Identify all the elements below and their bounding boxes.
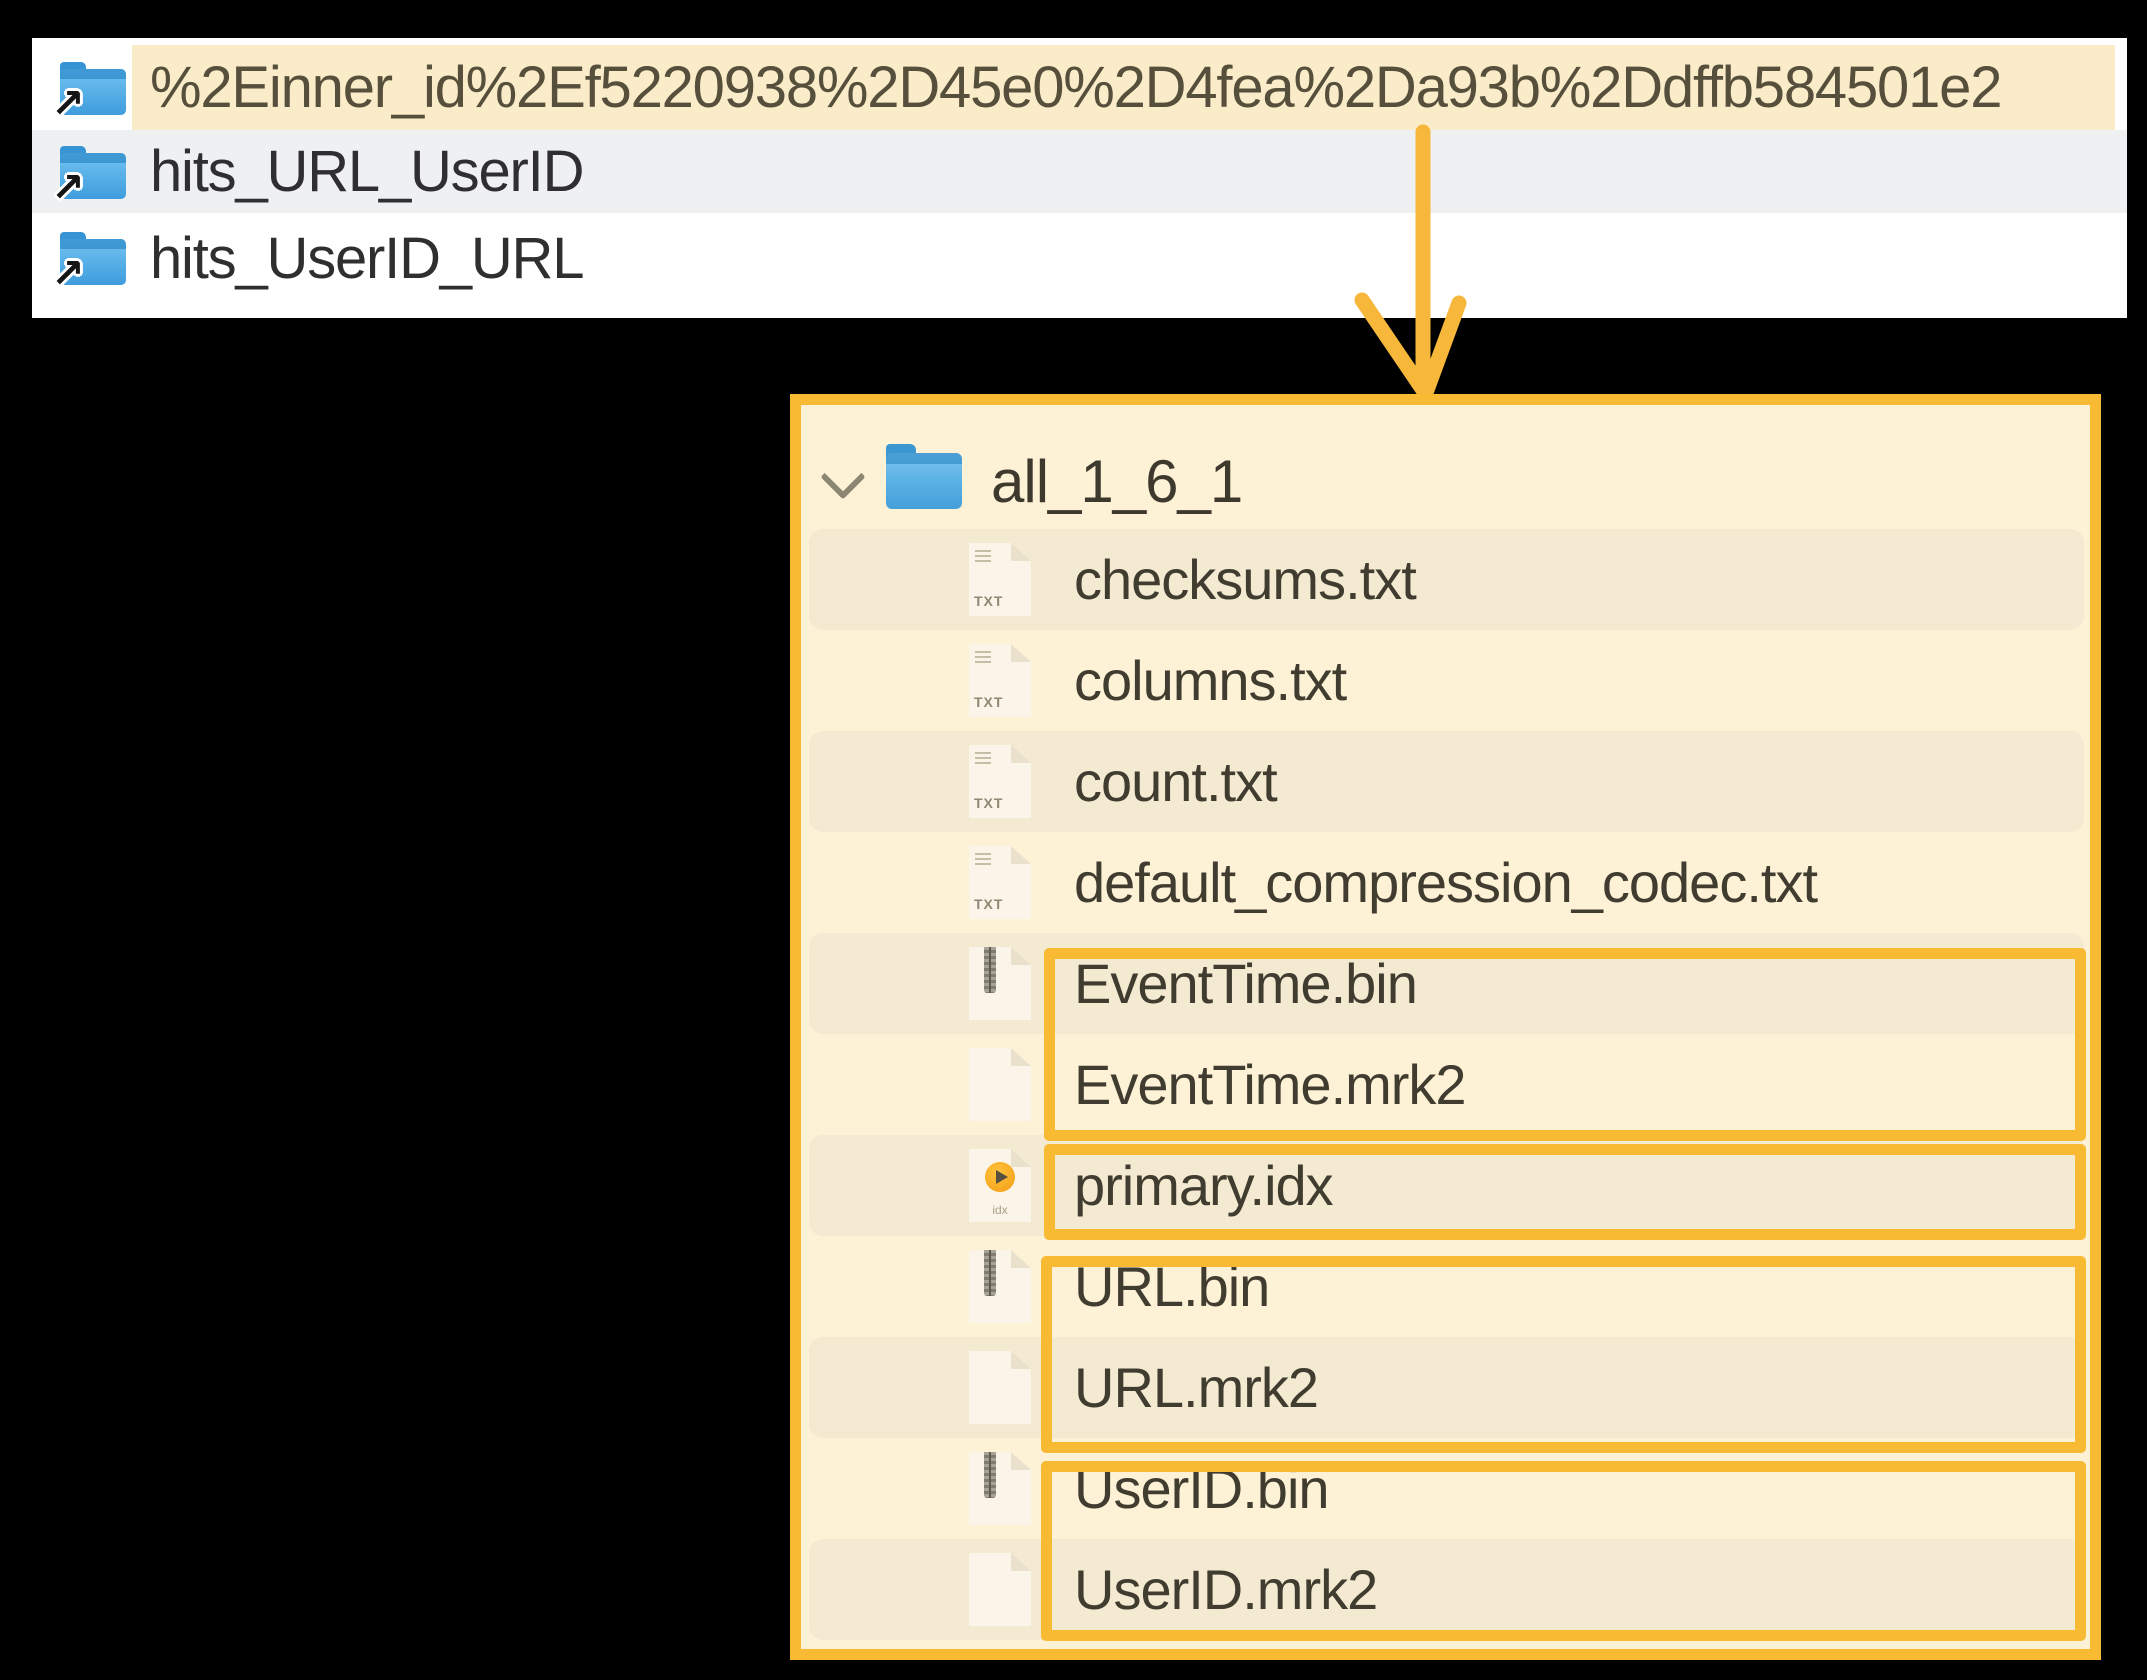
file-row-count[interactable]: TXT count.txt — [809, 731, 2084, 832]
txt-badge: TXT — [974, 694, 1004, 710]
file-name: EventTime.mrk2 — [1074, 1053, 1467, 1116]
bin-file-icon — [969, 1250, 1031, 1323]
txt-badge: TXT — [974, 896, 1004, 912]
txt-badge: TXT — [974, 593, 1004, 609]
idx-file-icon: idx — [969, 1149, 1031, 1222]
highlight-box-eventtime-files — [1044, 948, 2086, 1141]
alias-arrow-icon: ↗ — [51, 252, 85, 296]
file-name: EventTime.bin — [1074, 952, 1418, 1015]
highlight-box-userid-files — [1041, 1461, 2086, 1641]
txt-file-icon: TXT — [969, 846, 1031, 919]
root-folder-row[interactable]: all_1_6_1 — [801, 433, 2090, 529]
file-row-eventtime-mrk2[interactable]: EventTime.mrk2 — [809, 1034, 2084, 1135]
root-folder-label: all_1_6_1 — [991, 447, 1243, 515]
file-name: primary.idx — [1074, 1154, 1334, 1217]
highlight-box-url-files — [1041, 1256, 2086, 1453]
alias-folder-icon: ↗ — [51, 61, 126, 126]
file-name: URL.mrk2 — [1074, 1356, 1319, 1419]
folder-row-label: hits_UserID_URL — [150, 225, 584, 291]
bin-file-icon — [969, 947, 1031, 1020]
file-row-columns[interactable]: TXT columns.txt — [809, 630, 2084, 731]
folder-row-label: %2Einner_id%2Ef5220938%2D45e0%2D4fea%2Da… — [150, 55, 2002, 120]
txt-badge: TXT — [974, 795, 1004, 811]
file-row-userid-mrk2[interactable]: UserID.mrk2 — [809, 1539, 2084, 1640]
alias-folder-icon: ↗ — [51, 145, 126, 210]
disclosure-chevron-icon[interactable] — [820, 454, 866, 500]
mrk2-file-icon — [969, 1048, 1031, 1121]
flow-arrow-down-icon — [1354, 124, 1467, 398]
file-name: count.txt — [1074, 750, 1278, 813]
mrk2-file-icon — [969, 1553, 1031, 1626]
alias-arrow-icon: ↗ — [51, 81, 85, 126]
alias-arrow-icon: ↗ — [51, 165, 85, 210]
idx-badge: idx — [992, 1203, 1008, 1217]
folder-row-inner-id[interactable]: ↗ %2Einner_id%2Ef5220938%2D45e0%2D4fea%2… — [32, 45, 2127, 130]
folder-row-hits-userid-url[interactable]: ↗ hits_UserID_URL — [32, 215, 2127, 301]
txt-file-icon: TXT — [969, 644, 1031, 717]
file-name: checksums.txt — [1074, 548, 1417, 611]
file-row-default-compression-codec[interactable]: TXT default_compression_codec.txt — [809, 832, 2084, 933]
file-name: UserID.mrk2 — [1074, 1558, 1378, 1621]
alias-folder-icon: ↗ — [51, 231, 126, 296]
part-folder-panel: all_1_6_1 TXT checksums.txt TXT columns.… — [790, 394, 2101, 1660]
file-row-checksums[interactable]: TXT checksums.txt — [809, 529, 2084, 630]
finder-list-panel: ↗ %2Einner_id%2Ef5220938%2D45e0%2D4fea%2… — [32, 38, 2127, 318]
file-row-url-mrk2[interactable]: URL.mrk2 — [809, 1337, 2084, 1438]
txt-file-icon: TXT — [969, 745, 1031, 818]
bin-file-icon — [969, 1452, 1031, 1525]
folder-icon — [886, 441, 962, 511]
file-name: default_compression_codec.txt — [1074, 851, 1818, 914]
txt-file-icon: TXT — [969, 543, 1031, 616]
highlight-box-primary-idx — [1044, 1144, 2086, 1240]
folder-row-hits-url-userid[interactable]: ↗ hits_URL_UserID — [32, 130, 2127, 213]
folder-row-label: hits_URL_UserID — [150, 139, 584, 204]
file-name: columns.txt — [1074, 649, 1347, 712]
mrk2-file-icon — [969, 1351, 1031, 1424]
selection-highlight — [132, 45, 2115, 130]
